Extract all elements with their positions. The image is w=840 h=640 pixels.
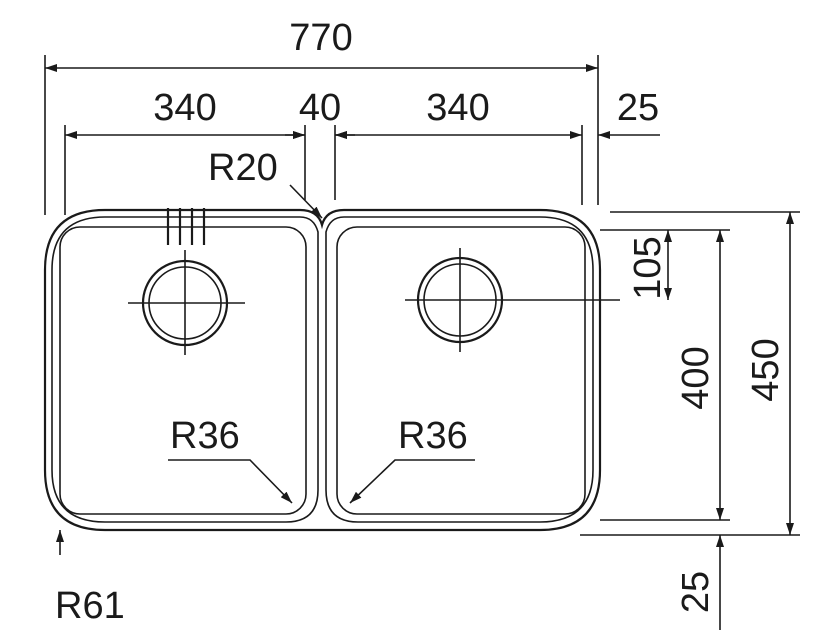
left-drain-icon	[128, 250, 245, 355]
inner-radius-left-label: R36	[170, 415, 240, 457]
right-bowl-width-label: 340	[426, 87, 489, 129]
divider-radius-label: R20	[208, 147, 278, 189]
right-margin-label: 25	[617, 87, 659, 129]
outer-radius-label: R61	[55, 585, 125, 627]
right-drain-icon	[405, 248, 620, 352]
right-bowl-inner	[336, 226, 586, 515]
sink-outline	[43, 208, 620, 532]
overall-width-label: 770	[289, 17, 352, 59]
divider-width-label: 40	[299, 87, 341, 129]
left-bowl-width-label: 340	[153, 87, 216, 129]
left-bowl-inner	[59, 226, 307, 515]
inner-radius-right-label: R36	[398, 415, 468, 457]
bottom-margin-label: 25	[675, 571, 717, 613]
overall-depth-label: 450	[745, 338, 787, 401]
dimension-lines	[45, 64, 794, 630]
overflow-icon	[166, 208, 206, 245]
bowl-depth-label: 400	[675, 346, 717, 409]
drain-offset-label: 105	[627, 236, 669, 299]
